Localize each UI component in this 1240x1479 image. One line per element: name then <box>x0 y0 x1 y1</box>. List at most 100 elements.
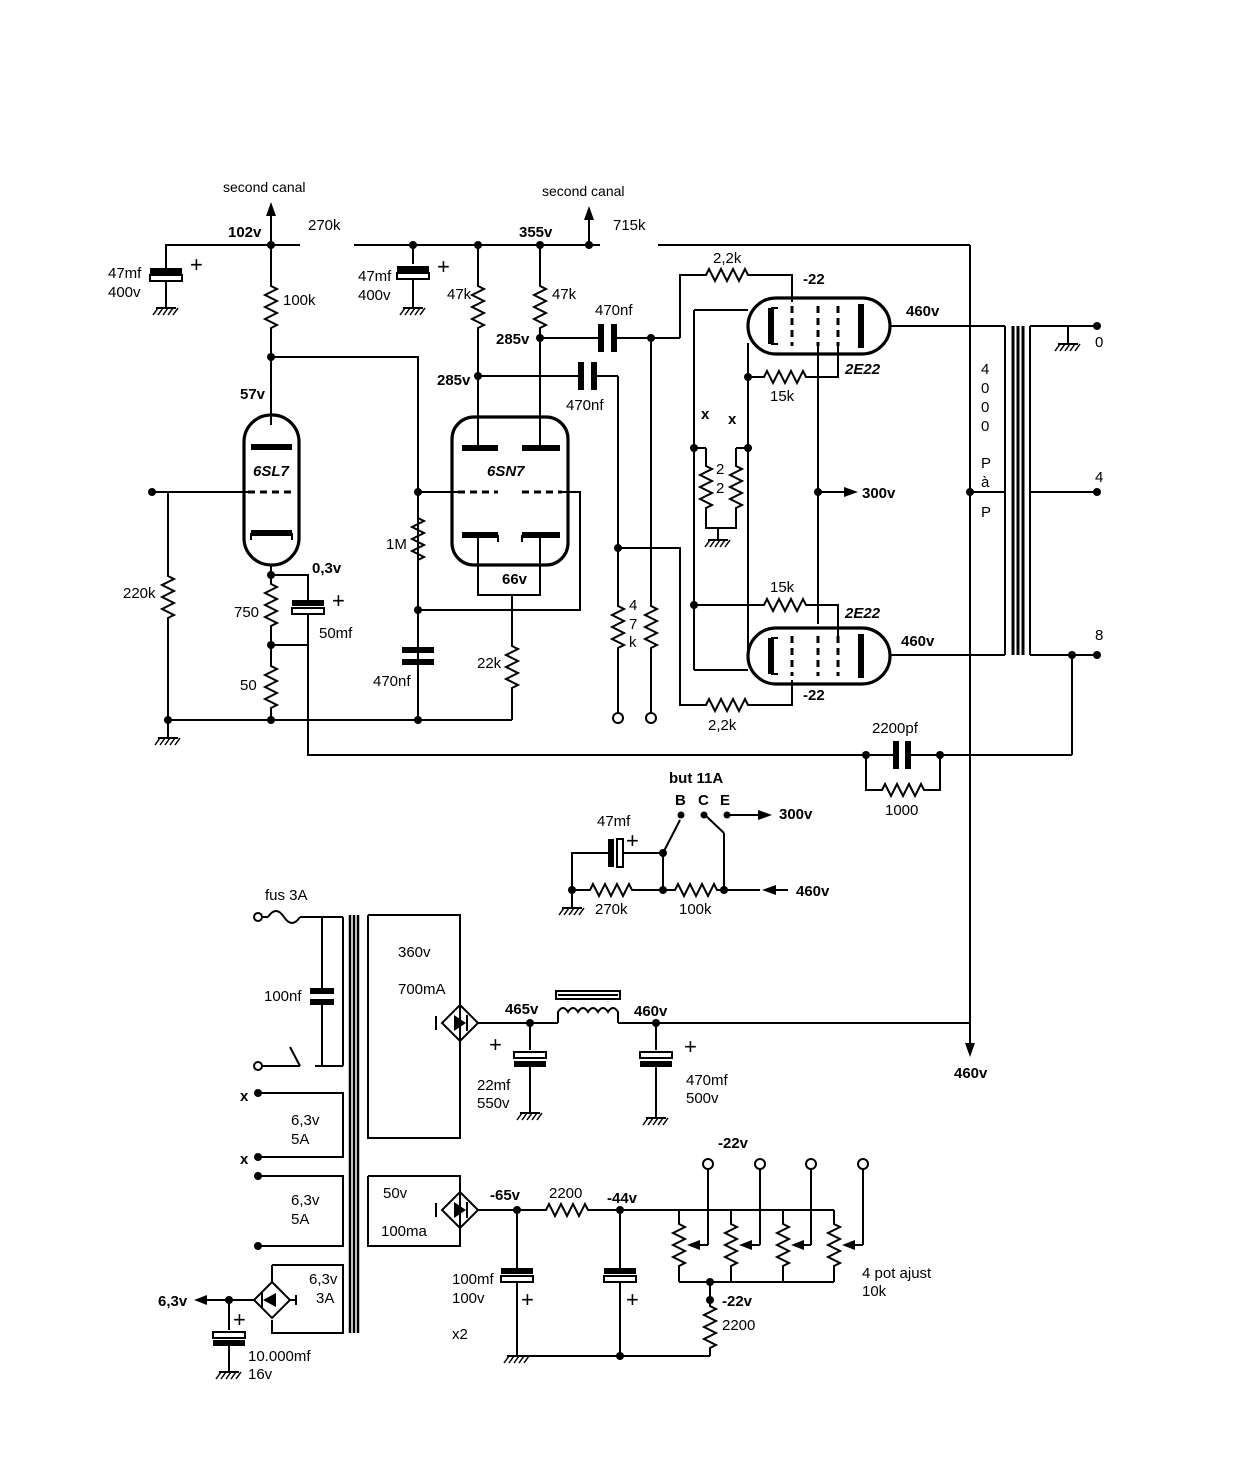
label-16v: 16v <box>248 1366 273 1383</box>
label-465v: 465v <box>505 1001 539 1018</box>
label-460v-top: 460v <box>906 303 940 320</box>
label-50v: 50v <box>383 1185 408 1202</box>
plus-1: + <box>190 252 203 277</box>
plus-7: + <box>521 1287 534 1312</box>
label-470mf: 470mf <box>686 1072 729 1089</box>
plus-8: + <box>626 1287 639 1312</box>
label-x-a: x <box>240 1088 249 1105</box>
label-50: 50 <box>240 677 257 694</box>
label-2200-a: 2200 <box>549 1185 582 1202</box>
label-57v: 57v <box>240 386 266 403</box>
label-2-2k-bot: 2,2k <box>708 717 737 734</box>
label-x-b: x <box>240 1151 249 1168</box>
label-22-b: 2 <box>716 480 724 497</box>
plus-2: + <box>437 254 450 279</box>
label-second-canal-1: second canal <box>223 179 306 195</box>
label-5a-2: 5A <box>291 1211 309 1228</box>
label-ratio-a: à <box>981 474 990 491</box>
label-15k-top: 15k <box>770 388 795 405</box>
label-ratio-0c: 0 <box>981 418 989 435</box>
label-2-2k-top: 2,2k <box>713 250 742 267</box>
label-460v-in: 460v <box>796 883 830 900</box>
label-700ma: 700mA <box>398 981 446 998</box>
label-270k-b: 270k <box>595 901 628 918</box>
label-out0: 0 <box>1095 334 1103 351</box>
label-x2: x2 <box>452 1326 468 1343</box>
label-460v-bot: 460v <box>954 1065 988 1082</box>
label-285v-1: 285v <box>496 331 530 348</box>
label-6-3v-out: 6,3v <box>158 1293 188 1310</box>
label-ratio-4: 4 <box>981 361 989 378</box>
label-285v-2: 285v <box>437 372 471 389</box>
label-3a: 3A <box>316 1290 334 1307</box>
plus-5: + <box>489 1032 502 1057</box>
label-300v-b: 300v <box>779 806 813 823</box>
label-220k: 220k <box>123 585 156 602</box>
plus-4: + <box>626 828 639 853</box>
label-66v: 66v <box>502 571 528 588</box>
label-715k: 715k <box>613 217 646 234</box>
screen-switch-section <box>558 810 788 916</box>
label-1000: 1000 <box>885 802 918 819</box>
label-22k: 22k <box>477 655 502 672</box>
label-102v: 102v <box>228 224 262 241</box>
labels: second canal second canal 102v 270k 355v… <box>108 179 1103 1383</box>
label-switch-b: B <box>675 792 686 809</box>
label-100k: 100k <box>283 292 316 309</box>
label-470nf-1: 470nf <box>595 302 633 319</box>
label-switch-c: C <box>698 792 709 809</box>
label-50mf: 50mf <box>319 625 353 642</box>
label-300v: 300v <box>862 485 896 502</box>
label-4-pot-ajust: 4 pot ajust <box>862 1265 932 1282</box>
label-6sl7: 6SL7 <box>253 463 290 480</box>
label-100ma: 100ma <box>381 1223 428 1240</box>
label-10k: 10k <box>862 1283 887 1300</box>
label-10000mf: 10.000mf <box>248 1348 311 1365</box>
label-ratio-0b: 0 <box>981 399 989 416</box>
top-wiring <box>149 202 1097 1040</box>
label-22-a: 2 <box>716 461 724 478</box>
label-100v: 100v <box>452 1290 485 1307</box>
label-47k-2: 47k <box>552 286 577 303</box>
label-6-3v-2: 6,3v <box>291 1192 320 1209</box>
label-neg22v-div: -22v <box>722 1293 753 1310</box>
label-47mf-3: 47mf <box>597 813 631 830</box>
label-1m: 1M <box>386 536 407 553</box>
power-supply <box>194 910 975 1380</box>
label-5a-1: 5A <box>291 1131 309 1148</box>
label-6-3v-1: 6,3v <box>291 1112 320 1129</box>
label-550v: 550v <box>477 1095 510 1112</box>
label-47k-v2: 7 <box>629 616 637 633</box>
label-0-3v: 0,3v <box>312 560 342 577</box>
plus-3: + <box>332 588 345 613</box>
label-47k-1: 47k <box>447 286 472 303</box>
label-100nf: 100nf <box>264 988 302 1005</box>
label-750: 750 <box>234 604 259 621</box>
label-2200pf: 2200pf <box>872 720 919 737</box>
label-ratio-0a: 0 <box>981 380 989 397</box>
label-second-canal-2: second canal <box>542 183 625 199</box>
label-out4: 4 <box>1095 469 1103 486</box>
plus-9: + <box>233 1307 246 1332</box>
label-460v-mid: 460v <box>901 633 935 650</box>
label-47k-v3: k <box>629 634 637 651</box>
label-47mf-2: 47mf <box>358 268 392 285</box>
label-6sn7: 6SN7 <box>487 463 525 480</box>
label-355v: 355v <box>519 224 553 241</box>
label-460v-ps: 460v <box>634 1003 668 1020</box>
label-neg65v: -65v <box>490 1187 521 1204</box>
label-x-2: x <box>728 411 737 428</box>
label-400v-1: 400v <box>108 284 141 301</box>
label-470nf-3: 470nf <box>373 673 411 690</box>
plus-6: + <box>684 1034 697 1059</box>
label-47mf-1: 47mf <box>108 265 142 282</box>
label-2200-b: 2200 <box>722 1317 755 1334</box>
label-out8: 8 <box>1095 627 1103 644</box>
label-360v: 360v <box>398 944 431 961</box>
label-ratio-p1: P <box>981 455 991 472</box>
label-fus-3a: fus 3A <box>265 887 308 904</box>
label-x-1: x <box>701 406 710 423</box>
label-400v-2: 400v <box>358 287 391 304</box>
label-6-3v-3: 6,3v <box>309 1271 338 1288</box>
label-neg22v-pots: -22v <box>718 1135 749 1152</box>
